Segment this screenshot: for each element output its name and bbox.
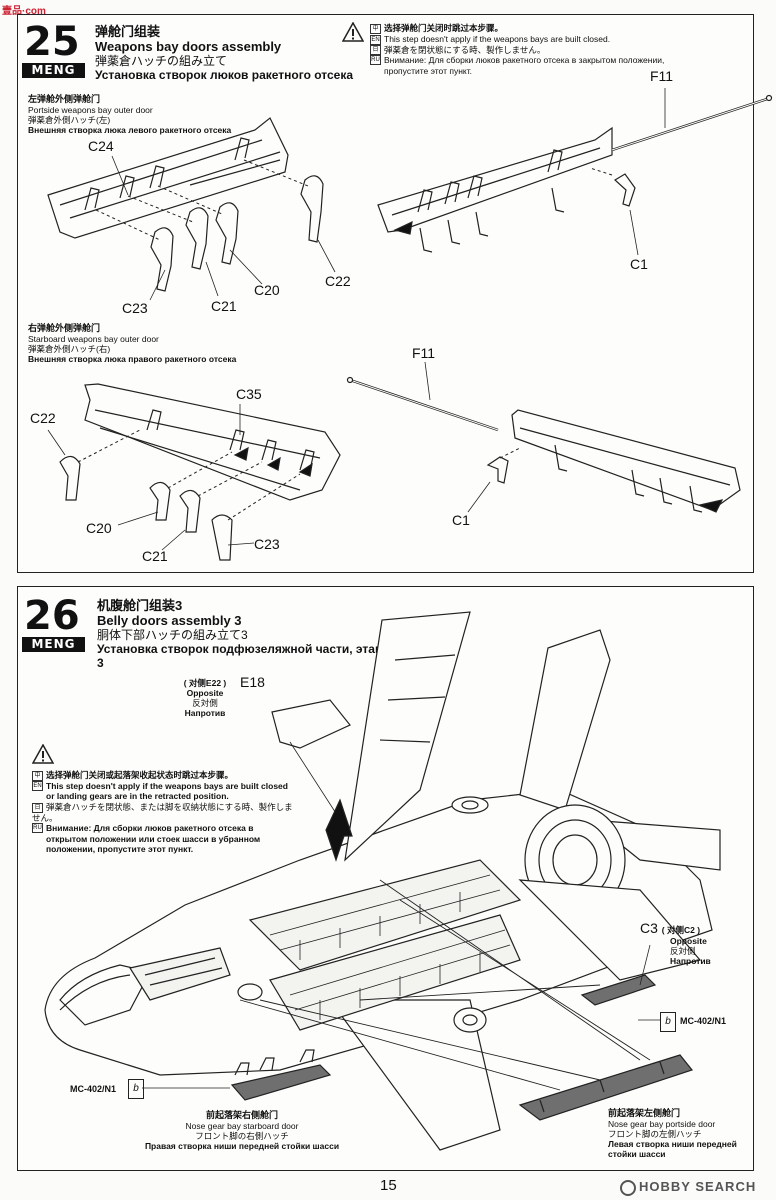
paint-label-left: MC-402/N1 — [70, 1084, 117, 1094]
step-25-title-en: Weapons bay doors assembly — [95, 39, 282, 54]
warning-icon-26 — [32, 744, 54, 764]
part-label-c21: C21 — [211, 298, 237, 314]
note26-ru: Внимание: Для сборки люков ракетного отс… — [46, 823, 261, 854]
step-26-title-zh: 机腹舱门组装3 — [97, 598, 183, 613]
starboard-door-caption: 右弹舱外侧弹舱门 Starboard weapons bay outer doo… — [28, 323, 278, 364]
part-label-c23: C23 — [122, 300, 148, 316]
nose-starboard-caption: 前起落架右侧舱门 Nose gear bay starboard door フロ… — [112, 1110, 372, 1151]
nose-port-zh: 前起落架左侧舱门 — [608, 1108, 681, 1118]
nose-port-en: Nose gear bay portside door — [608, 1119, 716, 1129]
part-label-c3: C3 — [640, 920, 658, 936]
step-25-title-ja: 弾薬倉ハッチの組み立て — [95, 54, 228, 68]
paint-icon-left: b — [128, 1079, 144, 1099]
e18-opp-en: Opposite — [186, 688, 224, 698]
step-26-title-ru: Установка створок подфюзеляжной части, э… — [97, 642, 383, 670]
part-label-c22-starboard: C22 — [30, 410, 56, 426]
part-label-e18: E18 — [240, 674, 265, 690]
part-label-c1-lower: C1 — [452, 512, 470, 528]
site-watermark: 壹品·com — [2, 6, 46, 17]
page-number: 15 — [380, 1177, 397, 1194]
step-25-title-zh: 弹舱门组装 — [95, 24, 161, 39]
e18-opposite-note: ( 对侧E22 ) Opposite 反対側 Напротив — [170, 678, 240, 718]
part-label-c1: C1 — [630, 256, 648, 272]
port-caption-en: Portside weapons bay outer door — [28, 105, 153, 115]
e18-opp-ja: 反対側 — [192, 698, 218, 708]
step-25-number: 25 — [24, 19, 80, 65]
warning-icon — [342, 22, 364, 42]
meng-logo-26: MENG — [22, 637, 85, 652]
nose-starboard-zh: 前起落架右侧舱门 — [205, 1110, 278, 1120]
paint-label-right: MC-402/N1 — [680, 1016, 727, 1026]
e18-opp-zh: ( 对侧E22 ) — [183, 678, 227, 688]
c3-opp-ru: Напротив — [670, 956, 711, 966]
c3-callout: C3 ( 对侧C2 ) Opposite 反対側 Напротив — [640, 920, 730, 966]
step-25-title-ru: Установка створок люков ракетного отсека — [95, 68, 354, 82]
e18-opp-ru: Напротив — [184, 708, 226, 718]
c3-opp-en: Opposite — [670, 936, 707, 946]
hobby-search-watermark: HOBBY SEARCH — [620, 1179, 756, 1196]
port-caption-ja: 弾薬倉外側ハッチ(左) — [28, 115, 111, 125]
nose-starboard-en: Nose gear bay starboard door — [185, 1121, 299, 1131]
starboard-caption-en: Starboard weapons bay outer door — [28, 334, 159, 344]
step-25-titles: 弹舱门组装 Weapons bay doors assembly 弾薬倉ハッチの… — [95, 24, 355, 82]
part-label-c24: C24 — [88, 138, 114, 154]
part-label-c21-starboard: C21 — [142, 548, 168, 564]
hobby-search-text: HOBBY SEARCH — [639, 1179, 757, 1194]
step-26-titles: 机腹舱门组装3 Belly doors assembly 3 胴体下部ハッチの組… — [97, 598, 387, 670]
nose-port-ja: フロント脚の左側ハッチ — [608, 1129, 702, 1139]
meng-logo: MENG — [22, 63, 85, 78]
step-26-title-en: Belly doors assembly 3 — [97, 613, 242, 628]
part-label-f11: F11 — [650, 68, 674, 84]
part-label-c23-starboard: C23 — [254, 536, 280, 552]
note-en: This step doesn't apply if the weapons b… — [384, 33, 611, 44]
part-label-c35: C35 — [236, 386, 262, 402]
c3-opp-zh: ( 对侧C2 ) — [661, 925, 701, 935]
starboard-caption-ja: 弾薬倉外側ハッチ(右) — [28, 344, 111, 354]
note-ja: 弾薬倉を閉状態にする時、製作しません。 — [384, 44, 546, 55]
note26-ja: 弾薬倉ハッチを閉状態、または脚を収納状態にする時、製作しません。 — [32, 801, 293, 823]
hobby-search-logo-icon — [620, 1179, 636, 1196]
note26-en: This step doesn't apply if the weapons b… — [46, 780, 288, 802]
part-label-f11-lower: F11 — [412, 345, 436, 361]
nose-port-ru: Левая створка ниши передней стойки шасси — [608, 1139, 737, 1159]
port-caption-ru: Внешняя створка люка левого ракетного от… — [28, 125, 232, 135]
note26-zh: 选择弹舱门关闭或起落架收起状态时跳过本步骤。 — [46, 770, 234, 780]
nose-starboard-ru: Правая створка ниши передней стойки шасс… — [144, 1141, 340, 1151]
step-26-number: 26 — [24, 593, 80, 639]
part-label-c22: C22 — [325, 273, 351, 289]
port-door-caption: 左弹舱外侧弹舱门 Portside weapons bay outer door… — [28, 94, 258, 135]
c3-opp-ja: 反対側 — [670, 946, 696, 956]
part-label-c20-starboard: C20 — [86, 520, 112, 536]
port-caption-zh: 左弹舱外侧弹舱门 — [28, 94, 101, 104]
starboard-caption-zh: 右弹舱外侧弹舱门 — [28, 323, 101, 333]
paint-icon-right: b — [660, 1012, 676, 1032]
note-ru: Внимание: Для сборки люков ракетного отс… — [384, 55, 665, 76]
note-zh: 选择弹舱门关闭时跳过本步骤。 — [384, 23, 504, 33]
step-26-title-ja: 胴体下部ハッチの組み立て3 — [97, 628, 248, 642]
nose-port-caption: 前起落架左侧舱门 Nose gear bay portside door フロン… — [608, 1108, 748, 1159]
starboard-caption-ru: Внешняя створка люка правого ракетного о… — [28, 354, 237, 364]
nose-starboard-ja: フロント脚の右側ハッチ — [195, 1131, 289, 1141]
part-label-c20: C20 — [254, 282, 280, 298]
step-25-assembly-drawing — [47, 88, 773, 561]
